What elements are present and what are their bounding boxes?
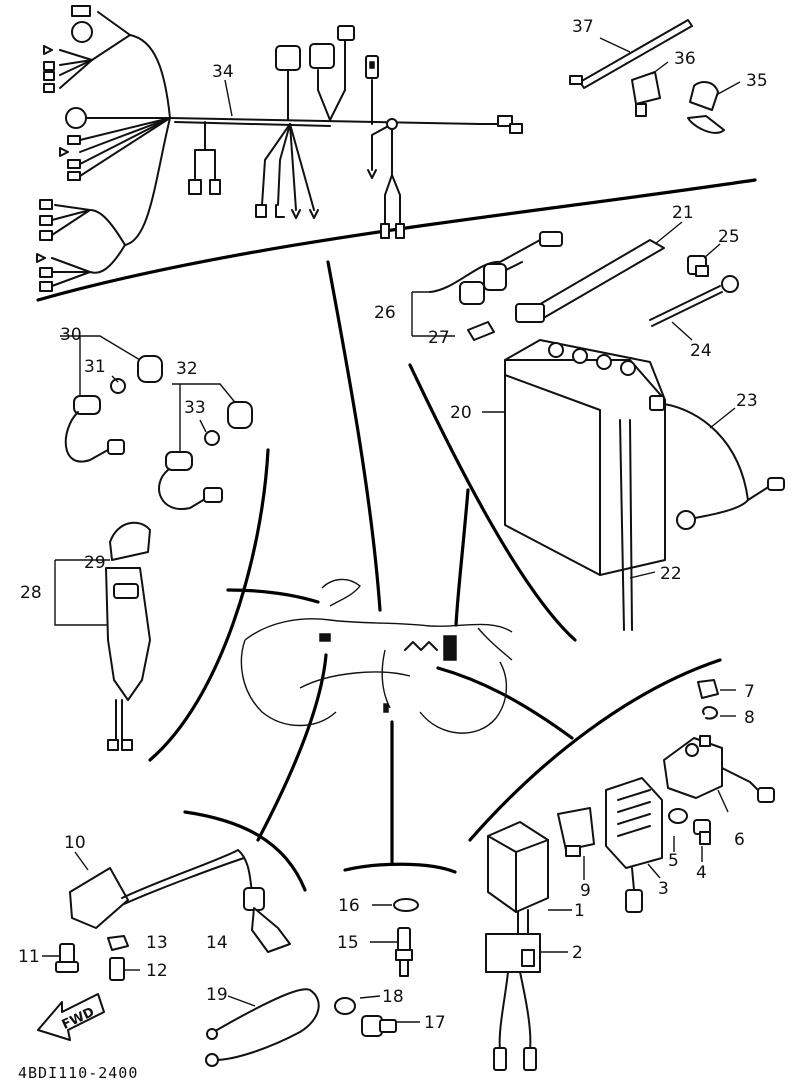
knob-29 (109, 521, 151, 561)
battery-20 (504, 339, 666, 576)
holder-35 (687, 81, 725, 134)
battery-cable-23 (663, 403, 785, 530)
callout-20: 20 (450, 403, 472, 423)
leader-battery (454, 488, 470, 627)
callout-5: 5 (668, 851, 679, 871)
washer-8 (702, 706, 718, 720)
callout-37: 37 (572, 17, 594, 37)
callout-27: 27 (428, 328, 450, 348)
callout-30: 30 (60, 325, 82, 345)
callout-28: 28 (20, 583, 42, 603)
drawing-code: 4BDI110-2400 (18, 1064, 138, 1082)
leader-switch (226, 588, 320, 604)
nut-13 (107, 935, 129, 951)
washer-16 (393, 898, 419, 912)
bracket-2 (485, 933, 541, 1071)
bolt-25 (687, 255, 709, 277)
starter-relay-6 (663, 735, 775, 803)
battery-cable-24 (649, 275, 739, 327)
leader-34 (224, 79, 233, 117)
bolt-4 (693, 819, 711, 845)
callout-14: 14 (206, 933, 228, 953)
cord-19 (205, 988, 320, 1067)
callout-22: 22 (660, 564, 682, 584)
wire-harness (36, 5, 523, 292)
callout-36: 36 (674, 49, 696, 69)
callout-9: 9 (580, 881, 591, 901)
bolt-17 (361, 1015, 397, 1037)
cdi-unit-1 (487, 821, 549, 935)
breather-hose-22 (619, 419, 633, 631)
spark-plug-15 (395, 927, 413, 977)
callout-21: 21 (672, 203, 694, 223)
washer-18 (334, 997, 356, 1015)
battery-strap-21 (515, 239, 665, 323)
nut-7 (697, 679, 719, 699)
callout-10: 10 (64, 833, 86, 853)
callout-23: 23 (736, 391, 758, 411)
callout-24: 24 (690, 341, 712, 361)
fwd-arrow-icon: FWD (37, 993, 105, 1041)
callout-25: 25 (718, 227, 740, 247)
plug-section-boundary (343, 862, 457, 874)
callout-12: 12 (146, 961, 168, 981)
relay-harness-26 (429, 231, 563, 305)
leader-cdi (436, 666, 574, 740)
cdi-section-boundary (468, 658, 722, 842)
callout-35: 35 (746, 71, 768, 91)
callout-1: 1 (574, 901, 585, 921)
callout-11: 11 (18, 947, 40, 967)
callout-17: 17 (424, 1013, 446, 1033)
leader-harness (326, 260, 382, 612)
callout-15: 15 (337, 933, 359, 953)
callout-6: 6 (734, 830, 745, 850)
callout-13: 13 (146, 933, 168, 953)
switch-section-boundary (148, 448, 270, 762)
rectifier-3 (605, 777, 663, 913)
callout-4: 4 (696, 863, 707, 883)
callout-26: 26 (374, 303, 396, 323)
coil-10 (69, 849, 291, 953)
callout-34: 34 (212, 62, 234, 82)
switch-28 (54, 559, 151, 751)
cap-32-set (158, 383, 253, 511)
harness-section-boundary (36, 178, 757, 302)
relay-9 (557, 807, 595, 857)
callout-8: 8 (744, 708, 755, 728)
clamp-36 (631, 71, 661, 117)
callout-19: 19 (206, 985, 228, 1005)
callout-2: 2 (572, 943, 583, 963)
bolt-12 (109, 957, 125, 981)
callout-16: 16 (338, 896, 360, 916)
battery-section-boundary (408, 363, 577, 642)
callout-18: 18 (382, 987, 404, 1007)
fuse-27 (467, 321, 495, 341)
washer-5 (668, 808, 688, 824)
callout-7: 7 (744, 682, 755, 702)
bolt-11 (55, 943, 79, 973)
callout-31: 31 (84, 357, 106, 377)
callout-3: 3 (658, 879, 669, 899)
callout-33: 33 (184, 398, 206, 418)
cable-tie-37 (569, 19, 693, 89)
vehicle-outline (240, 578, 513, 734)
coil-section-boundary (183, 810, 307, 892)
cap-30-set (60, 335, 163, 463)
callout-32: 32 (176, 359, 198, 379)
leader-26 (411, 291, 455, 337)
callout-29: 29 (84, 553, 106, 573)
leader-coil (256, 653, 328, 842)
